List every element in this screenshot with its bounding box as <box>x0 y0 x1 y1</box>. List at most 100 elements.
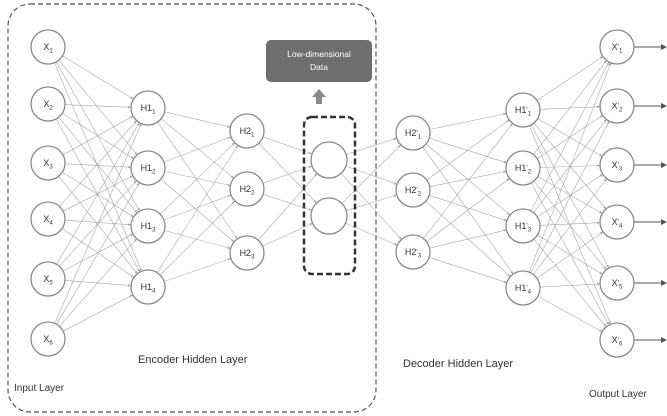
edge-arrowhead <box>308 151 312 155</box>
edge-decoder_h1-4-output-3 <box>533 178 607 275</box>
edge-decoder_h2-3-decoder_h1-4 <box>429 257 507 283</box>
encoder-h1-node-2: H12 <box>130 150 166 186</box>
edge-decoder_h2-3-decoder_h1-2 <box>426 178 510 242</box>
edge-encoder_h1-1-encoder_h2-1 <box>164 111 231 128</box>
edge-input-4-encoder_h1-1 <box>59 120 137 207</box>
edge-arrowhead <box>137 208 140 212</box>
edge-arrowhead <box>397 144 401 148</box>
edge-input-6-encoder_h1-4 <box>62 294 134 332</box>
edge-arrowhead <box>503 280 507 284</box>
node-circle <box>599 204 635 240</box>
edge-arrowhead <box>599 174 603 177</box>
node-label: X'4 <box>612 217 623 230</box>
edge-arrowhead <box>503 229 507 232</box>
edge-arrowhead <box>603 323 607 327</box>
edge-arrowhead <box>130 156 134 159</box>
input-node-4: X4 <box>30 201 66 237</box>
edge-input-2-encoder_h1-1 <box>64 104 132 108</box>
node-circle <box>130 208 166 244</box>
edge-input-3-encoder_h1-4 <box>58 176 138 274</box>
edge-arrowhead <box>133 180 137 184</box>
node-label: H1'1 <box>515 105 532 118</box>
low-dim-line1: Low-dimensional <box>287 49 351 59</box>
edge-decoder_h1-4-output-4 <box>536 231 604 279</box>
edge-decoder_h1-1-output-3 <box>537 118 603 157</box>
edge-input-5-encoder_h1-1 <box>56 122 140 265</box>
node-circle <box>130 150 166 186</box>
edge-arrowhead <box>136 182 140 186</box>
edge-arrowhead <box>230 175 234 179</box>
output-arrowhead-icon <box>661 280 667 286</box>
edge-encoder_h1-2-encoder_h2-1 <box>163 136 232 163</box>
edge-arrowhead <box>506 178 510 182</box>
node-label: X5 <box>43 274 53 287</box>
node-circle <box>229 171 265 207</box>
edge-decoder_h2-2-decoder_h1-2 <box>429 171 507 187</box>
edge-decoder_h1-1-output-2 <box>539 106 601 110</box>
node-circle <box>395 172 431 208</box>
edge-arrowhead <box>227 194 232 198</box>
edge-decoder_h1-2-output-1 <box>533 60 607 155</box>
node-label: H11 <box>141 103 157 116</box>
up-arrow-icon <box>312 89 326 104</box>
decoder-h1-node-4: H1'4 <box>505 270 541 306</box>
edge-arrowhead <box>606 62 610 66</box>
node-label: H13 <box>141 221 157 234</box>
edge-arrowhead <box>136 122 140 126</box>
node-circle <box>229 235 265 271</box>
edge-arrowhead <box>139 268 142 272</box>
node-label: H21 <box>240 126 256 139</box>
edge-arrowhead <box>608 62 612 66</box>
edge-decoder_h1-4-output-6 <box>537 295 603 333</box>
node-circle <box>30 29 66 65</box>
edge-encoder_h1-2-encoder_h2-3 <box>160 178 235 243</box>
edge-encoder_h1-4-encoder_h2-3 <box>164 258 231 282</box>
edge-input-5-encoder_h1-3 <box>62 233 134 272</box>
edge-encoder_h2-3-bottleneck-1 <box>257 173 318 241</box>
input-node-2: X2 <box>30 86 66 122</box>
node-label: H12 <box>141 163 157 176</box>
output-node-4: X'4 <box>599 204 635 240</box>
edge-arrowhead <box>308 165 312 169</box>
edge-arrowhead <box>129 294 133 298</box>
edge-input-3-encoder_h1-2 <box>64 163 132 168</box>
edge-encoder_h1-1-encoder_h2-3 <box>157 121 238 240</box>
edge-arrowhead <box>597 105 600 109</box>
node-circle <box>395 115 431 151</box>
node-circle <box>30 86 66 122</box>
edge-arrowhead <box>129 234 133 237</box>
node-circle <box>505 92 541 128</box>
edge-arrowhead <box>603 205 607 209</box>
node-circle <box>30 201 66 237</box>
encoder-h2-node-1: H21 <box>229 113 265 149</box>
edge-arrowhead <box>227 258 231 261</box>
edge-bottleneck-1-decoder_h2-2 <box>345 165 398 185</box>
edge-encoder_h1-3-encoder_h2-3 <box>164 230 231 249</box>
edge-arrowhead <box>130 96 134 100</box>
output-arrows <box>634 44 667 343</box>
edge-arrowhead <box>603 119 607 123</box>
edge-arrowhead <box>599 56 603 60</box>
encoder-h2-node-2: H22 <box>229 171 265 207</box>
edge-arrowhead <box>227 183 231 187</box>
output-node-5: X'5 <box>599 265 635 301</box>
output-node-6: X'6 <box>599 322 635 358</box>
edge-input-3-encoder_h1-1 <box>62 115 134 156</box>
edge-arrowhead <box>231 239 235 242</box>
edge-arrowhead <box>308 208 312 211</box>
output-node-1: X'1 <box>599 29 635 65</box>
output-layer-label: Output Layer <box>589 389 647 400</box>
node-label: H2'2 <box>405 185 422 198</box>
edge-decoder_h2-1-decoder_h1-4 <box>422 146 514 275</box>
decoder-h2-node-1: H2'1 <box>395 115 431 151</box>
node-circle <box>505 150 541 186</box>
input-layer-label: Input Layer <box>14 383 65 394</box>
edge-arrowhead <box>128 223 131 226</box>
decoder-h2-node-3: H2'3 <box>395 234 431 270</box>
edge-arrowhead <box>130 274 134 278</box>
edge-input-6-encoder_h1-1 <box>54 123 142 324</box>
edge-arrowhead <box>598 329 603 332</box>
edge-encoder_h1-3-encoder_h2-2 <box>163 194 232 221</box>
